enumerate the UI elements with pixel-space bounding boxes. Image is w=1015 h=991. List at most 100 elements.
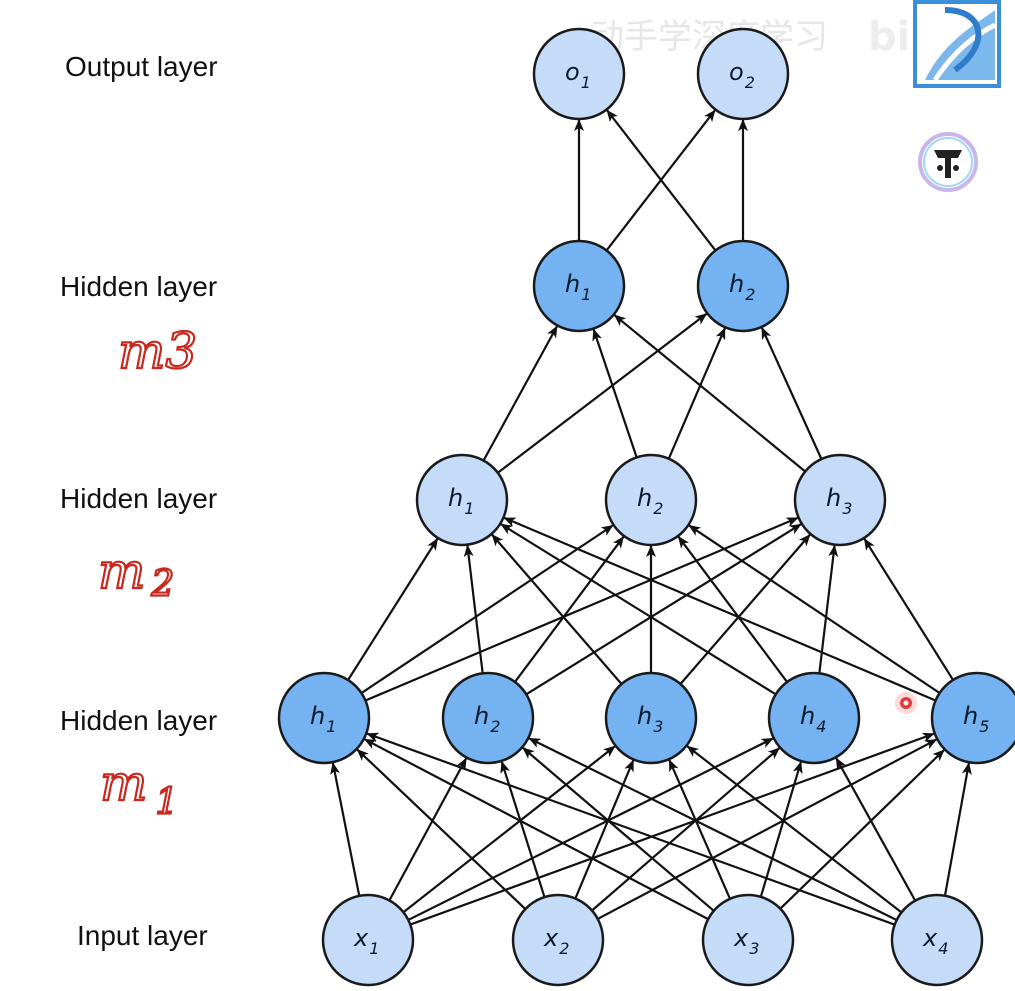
channel-avatar-icon	[918, 132, 978, 192]
node-label: h1	[565, 270, 591, 304]
node-circle	[532, 239, 626, 333]
node-circle	[277, 671, 371, 765]
edge-input-4-to-hidden1-4	[835, 757, 917, 902]
node-circle	[511, 893, 605, 987]
node-circle	[441, 671, 535, 765]
node-input-x4: x4	[890, 893, 984, 987]
edge-input-3-to-hidden1-2	[522, 747, 715, 912]
edge-hidden2-3-to-hidden3-2	[760, 326, 823, 460]
node-label: h1	[310, 702, 336, 736]
edge-hidden1-2-to-hidden2-1	[463, 544, 484, 674]
node-label: h2	[474, 702, 500, 736]
node-circle	[767, 671, 861, 765]
red-pointer-dot-icon	[895, 692, 917, 714]
node-input-x1: x1	[321, 893, 415, 987]
node-circle	[604, 671, 698, 765]
edge-hidden1-5-to-hidden2-3	[863, 538, 954, 681]
edge-hidden1-1-to-hidden2-3	[365, 516, 799, 702]
edge-input-3-to-hidden1-5	[779, 749, 945, 910]
edge-hidden1-3-to-hidden2-1	[491, 534, 623, 685]
node-hidden1-h3: h3	[604, 671, 698, 765]
edge-input-2-to-hidden1-3	[574, 759, 635, 899]
input-layer-label: Input layer	[77, 920, 208, 951]
edge-hidden1-3-to-hidden2-3	[679, 534, 811, 685]
edge-hidden1-1-to-hidden2-2	[360, 524, 614, 694]
node-circle	[930, 671, 1015, 765]
d2l-book-logo-icon	[913, 0, 1001, 88]
node-label: h2	[729, 270, 755, 304]
hidden-layer-2-label: Hidden layer	[60, 483, 217, 514]
node-label: x1	[353, 924, 379, 958]
node-circle	[321, 893, 415, 987]
edge-hidden1-1-to-hidden2-1	[347, 538, 439, 681]
edge-hidden2-1-to-hidden3-2	[497, 312, 708, 474]
edge-input-4-to-hidden1-5	[943, 762, 972, 896]
edge-hidden2-2-to-hidden3-2	[667, 327, 726, 460]
node-label: h1	[448, 484, 474, 518]
edge-input-2-to-hidden1-4	[591, 747, 781, 912]
edge-input-1-to-hidden1-1	[330, 762, 361, 897]
node-hidden1-h1: h1	[277, 671, 371, 765]
edge-hidden2-3-to-hidden3-1	[613, 314, 806, 473]
edge-input-2-to-hidden1-5	[597, 738, 938, 920]
node-output-o1: o1	[532, 27, 626, 121]
node-label: h3	[637, 702, 663, 736]
node-hidden1-h2: h2	[441, 671, 535, 765]
node-label: x3	[733, 924, 759, 958]
node-hidden1-h4: h4	[767, 671, 861, 765]
node-label: h3	[826, 484, 852, 518]
edge-hidden1-4-to-hidden2-1	[500, 523, 777, 696]
node-hidden3-h1: h1	[532, 239, 626, 333]
node-label: h2	[637, 484, 663, 518]
node-circle	[890, 893, 984, 987]
edge-input-3-to-hidden1-3	[668, 759, 731, 900]
edge-input-1-to-hidden1-4	[407, 737, 774, 921]
node-group: x1 x2 x3 x4 h1 h2 h3 h4 h5 h1 h2 h3 h1 h2 o1 o2	[277, 27, 1015, 987]
edge-input-1-to-hidden1-3	[402, 745, 616, 914]
edge-input-2-to-hidden1-1	[356, 748, 527, 910]
node-circle	[793, 453, 887, 547]
edge-group	[330, 109, 972, 926]
node-label: x4	[922, 924, 948, 958]
node-circle	[696, 239, 790, 333]
node-circle	[532, 27, 626, 121]
edge-hidden2-1-to-hidden3-1	[482, 325, 558, 462]
node-circle	[415, 453, 509, 547]
node-hidden3-h2: h2	[696, 239, 790, 333]
node-hidden1-h5: h5	[930, 671, 1015, 765]
node-label: o2	[729, 58, 755, 92]
edge-hidden1-4-to-hidden2-2	[677, 536, 788, 683]
edge-hidden1-2-to-hidden2-3	[525, 523, 802, 696]
node-output-o2: o2	[696, 27, 790, 121]
hidden-layer-3-label: Hidden layer	[60, 271, 217, 302]
edge-hidden1-5-to-hidden2-1	[503, 516, 936, 702]
edge-input-3-to-hidden1-1	[363, 738, 709, 921]
output-layer-label: Output layer	[65, 51, 218, 82]
edge-hidden1-2-to-hidden2-2	[514, 536, 625, 683]
node-hidden2-h3: h3	[793, 453, 887, 547]
node-circle	[701, 893, 795, 987]
edge-hidden3-2-to-output-1	[606, 109, 717, 252]
edge-input-3-to-hidden1-4	[759, 761, 803, 898]
node-label: x2	[543, 924, 569, 958]
edge-input-4-to-hidden1-1	[366, 732, 896, 926]
edge-input-1-to-hidden1-2	[388, 757, 468, 901]
node-input-x3: x3	[701, 893, 795, 987]
edge-input-1-to-hidden1-5	[409, 732, 935, 926]
edge-hidden2-2-to-hidden3-1	[592, 328, 638, 458]
edge-hidden1-5-to-hidden2-2	[688, 524, 941, 694]
node-hidden2-h2: h2	[604, 453, 698, 547]
node-input-x2: x2	[511, 893, 605, 987]
edge-input-4-to-hidden1-3	[686, 745, 903, 914]
node-label: o1	[565, 58, 591, 92]
watermark: 动手学深度学习 bili	[590, 0, 1001, 192]
node-circle	[696, 27, 790, 121]
node-hidden2-h1: h1	[415, 453, 509, 547]
node-circle	[604, 453, 698, 547]
node-label: h5	[963, 702, 989, 736]
edge-input-4-to-hidden1-2	[528, 737, 898, 922]
hidden-layer-1-label: Hidden layer	[60, 705, 217, 736]
